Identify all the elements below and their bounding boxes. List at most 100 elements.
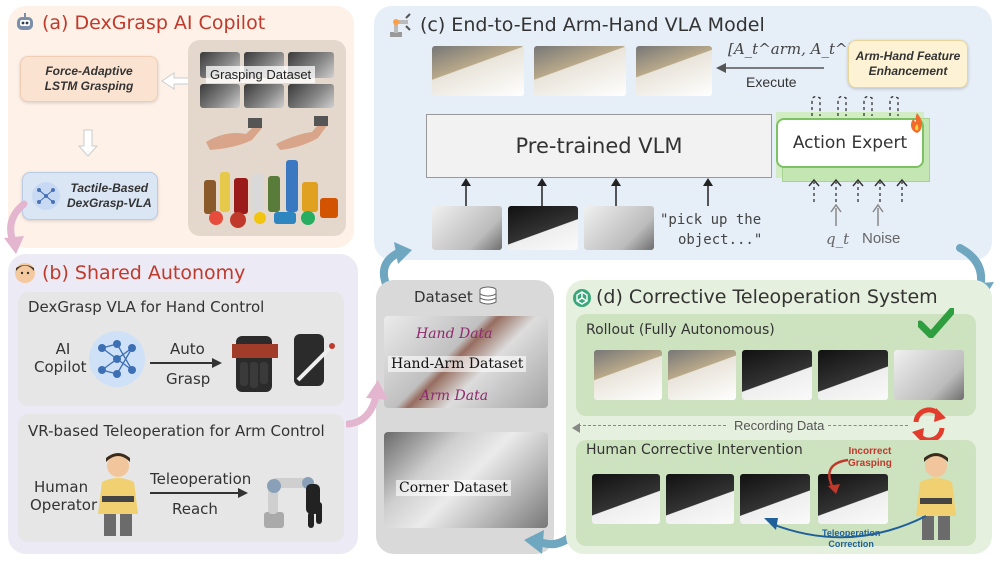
dataset-photo-5 [244, 84, 284, 108]
vlm-label: Pre-trained VLM [515, 134, 683, 158]
recording-data-label: Recording Data [734, 418, 825, 433]
dashed-arcs-icon [806, 92, 916, 123]
cycle-arrows-icon [908, 404, 950, 451]
correction-line1: Teleoperation [822, 528, 881, 538]
incorrect-line1: Incorrect [848, 446, 892, 457]
prompt-text: "pick up the object..." [660, 210, 762, 250]
ai-copilot-line1: AI [55, 340, 71, 358]
intervention-label: Human Corrective Intervention [586, 442, 803, 458]
rollout-frame-2 [668, 350, 736, 400]
grasping-dataset-label: Grasping Dataset [206, 66, 316, 83]
panel-d-title: (d) Corrective Teleoperation System [596, 286, 938, 308]
feature-line2: Enhancement [868, 64, 948, 78]
robot-arm-image [256, 456, 340, 536]
teal-curve-arrow-icon [372, 240, 418, 291]
pink-arrow-icon [344, 378, 390, 435]
expert-label: Action Expert [792, 133, 908, 153]
execute-label: Execute [746, 74, 797, 90]
robot-arm-icon [386, 12, 412, 38]
grasp-label: Grasp [166, 370, 211, 388]
vla-line1: Tactile-Based [70, 181, 149, 195]
dataset-photo-4 [200, 84, 240, 108]
human-operator-line1: Human [34, 478, 89, 496]
qt-arrow-icon [830, 203, 842, 231]
panel-b-title-text: (b) Shared Autonomy [42, 262, 246, 284]
execute-frame-3 [636, 46, 712, 96]
arm-control-title: VR-based Teleoperation for Arm Control [28, 422, 325, 440]
panel-b-title: (b) Shared Autonomy [42, 262, 245, 284]
up-arrows-icon [460, 178, 720, 213]
neural-network-icon [32, 182, 60, 210]
intervention-frame-2 [666, 474, 734, 524]
vla-line2: DexGrasp-VLA [67, 196, 152, 210]
neural-network-icon [88, 330, 146, 393]
operator-figure [910, 452, 962, 542]
corner-dataset-label: Corner Dataset [396, 480, 511, 496]
action-expert-box: Action Expert [776, 118, 924, 168]
prompt-line1: "pick up the [660, 212, 762, 228]
hand-data-label: Hand Data [416, 326, 493, 342]
intervention-frame-1 [592, 474, 660, 524]
execute-frame-1 [432, 46, 524, 96]
arm-data-label: Arm Data [420, 388, 489, 404]
panel-c-title: (c) End-to-End Arm-Hand VLA Model [420, 14, 765, 36]
chatgpt-logo-icon [572, 288, 592, 313]
hand-control-section [18, 292, 344, 406]
rollout-frame-1 [594, 350, 662, 400]
robot-head-icon [14, 12, 36, 34]
correction-line2: Correction [828, 539, 874, 549]
teleoperation-label: Teleoperation [150, 470, 252, 488]
hand-arm-dataset-label: Hand-Arm Dataset [388, 356, 527, 372]
qt-label: q_t [826, 230, 850, 248]
pink-curve-arrow-icon [2, 200, 36, 261]
noise-label: Noise [862, 230, 901, 247]
lstm-line1: Force-Adaptive [45, 64, 133, 78]
dexterous-hand-image [228, 326, 338, 398]
intervention-frame-3 [740, 474, 810, 524]
hand-control-title: DexGrasp VLA for Hand Control [28, 298, 265, 316]
robot-hands-image [196, 112, 342, 152]
rollout-label: Rollout (Fully Autonomous) [586, 322, 775, 338]
blue-curve-arrow-icon [760, 510, 930, 551]
red-curve-arrow-icon [816, 456, 856, 501]
arrow-down-icon [77, 128, 99, 163]
auto-label: Auto [170, 340, 205, 358]
fire-icon [908, 112, 926, 139]
incorrect-line2: Grasping [848, 458, 892, 469]
incorrect-grasping-label: Incorrect Grasping [848, 446, 892, 470]
check-icon [916, 307, 956, 343]
household-objects-image [196, 152, 342, 230]
input-view-3 [584, 206, 654, 250]
reach-label: Reach [172, 500, 218, 518]
arrow-left-small-icon [572, 420, 582, 438]
panel-a-title: (a) DexGrasp AI Copilot [42, 12, 266, 34]
input-view-2 [508, 206, 578, 250]
execute-frame-2 [534, 46, 626, 96]
human-operator-line2: Operator [30, 496, 98, 514]
ai-copilot-line2: Copilot [34, 358, 87, 376]
dashed-input-arrows-icon [806, 168, 916, 209]
teleoperation-correction-label: Teleoperation Correction [822, 528, 880, 550]
noise-arrow-icon [872, 203, 884, 231]
recording-data-line-right [828, 425, 908, 426]
recording-data-line-left [578, 425, 726, 426]
pretrained-vlm-box: Pre-trained VLM [426, 114, 772, 178]
human-operator-figure [92, 452, 144, 538]
feature-line1: Arm-Hand Feature [855, 49, 961, 63]
arrow-right-icon [150, 356, 224, 374]
rollout-frame-3 [742, 350, 812, 400]
lstm-line2: LSTM Grasping [44, 79, 134, 93]
arrow-left-icon [716, 60, 826, 78]
rollout-frame-5 [894, 350, 964, 400]
prompt-line2: object..." [678, 232, 763, 248]
rollout-frame-4 [818, 350, 888, 400]
avatar-icon [14, 262, 36, 284]
arrow-right-icon [150, 486, 250, 504]
input-view-1 [432, 206, 502, 250]
dataset-title: Dataset [414, 288, 473, 306]
dataset-photo-6 [288, 84, 334, 108]
database-icon [478, 286, 498, 311]
